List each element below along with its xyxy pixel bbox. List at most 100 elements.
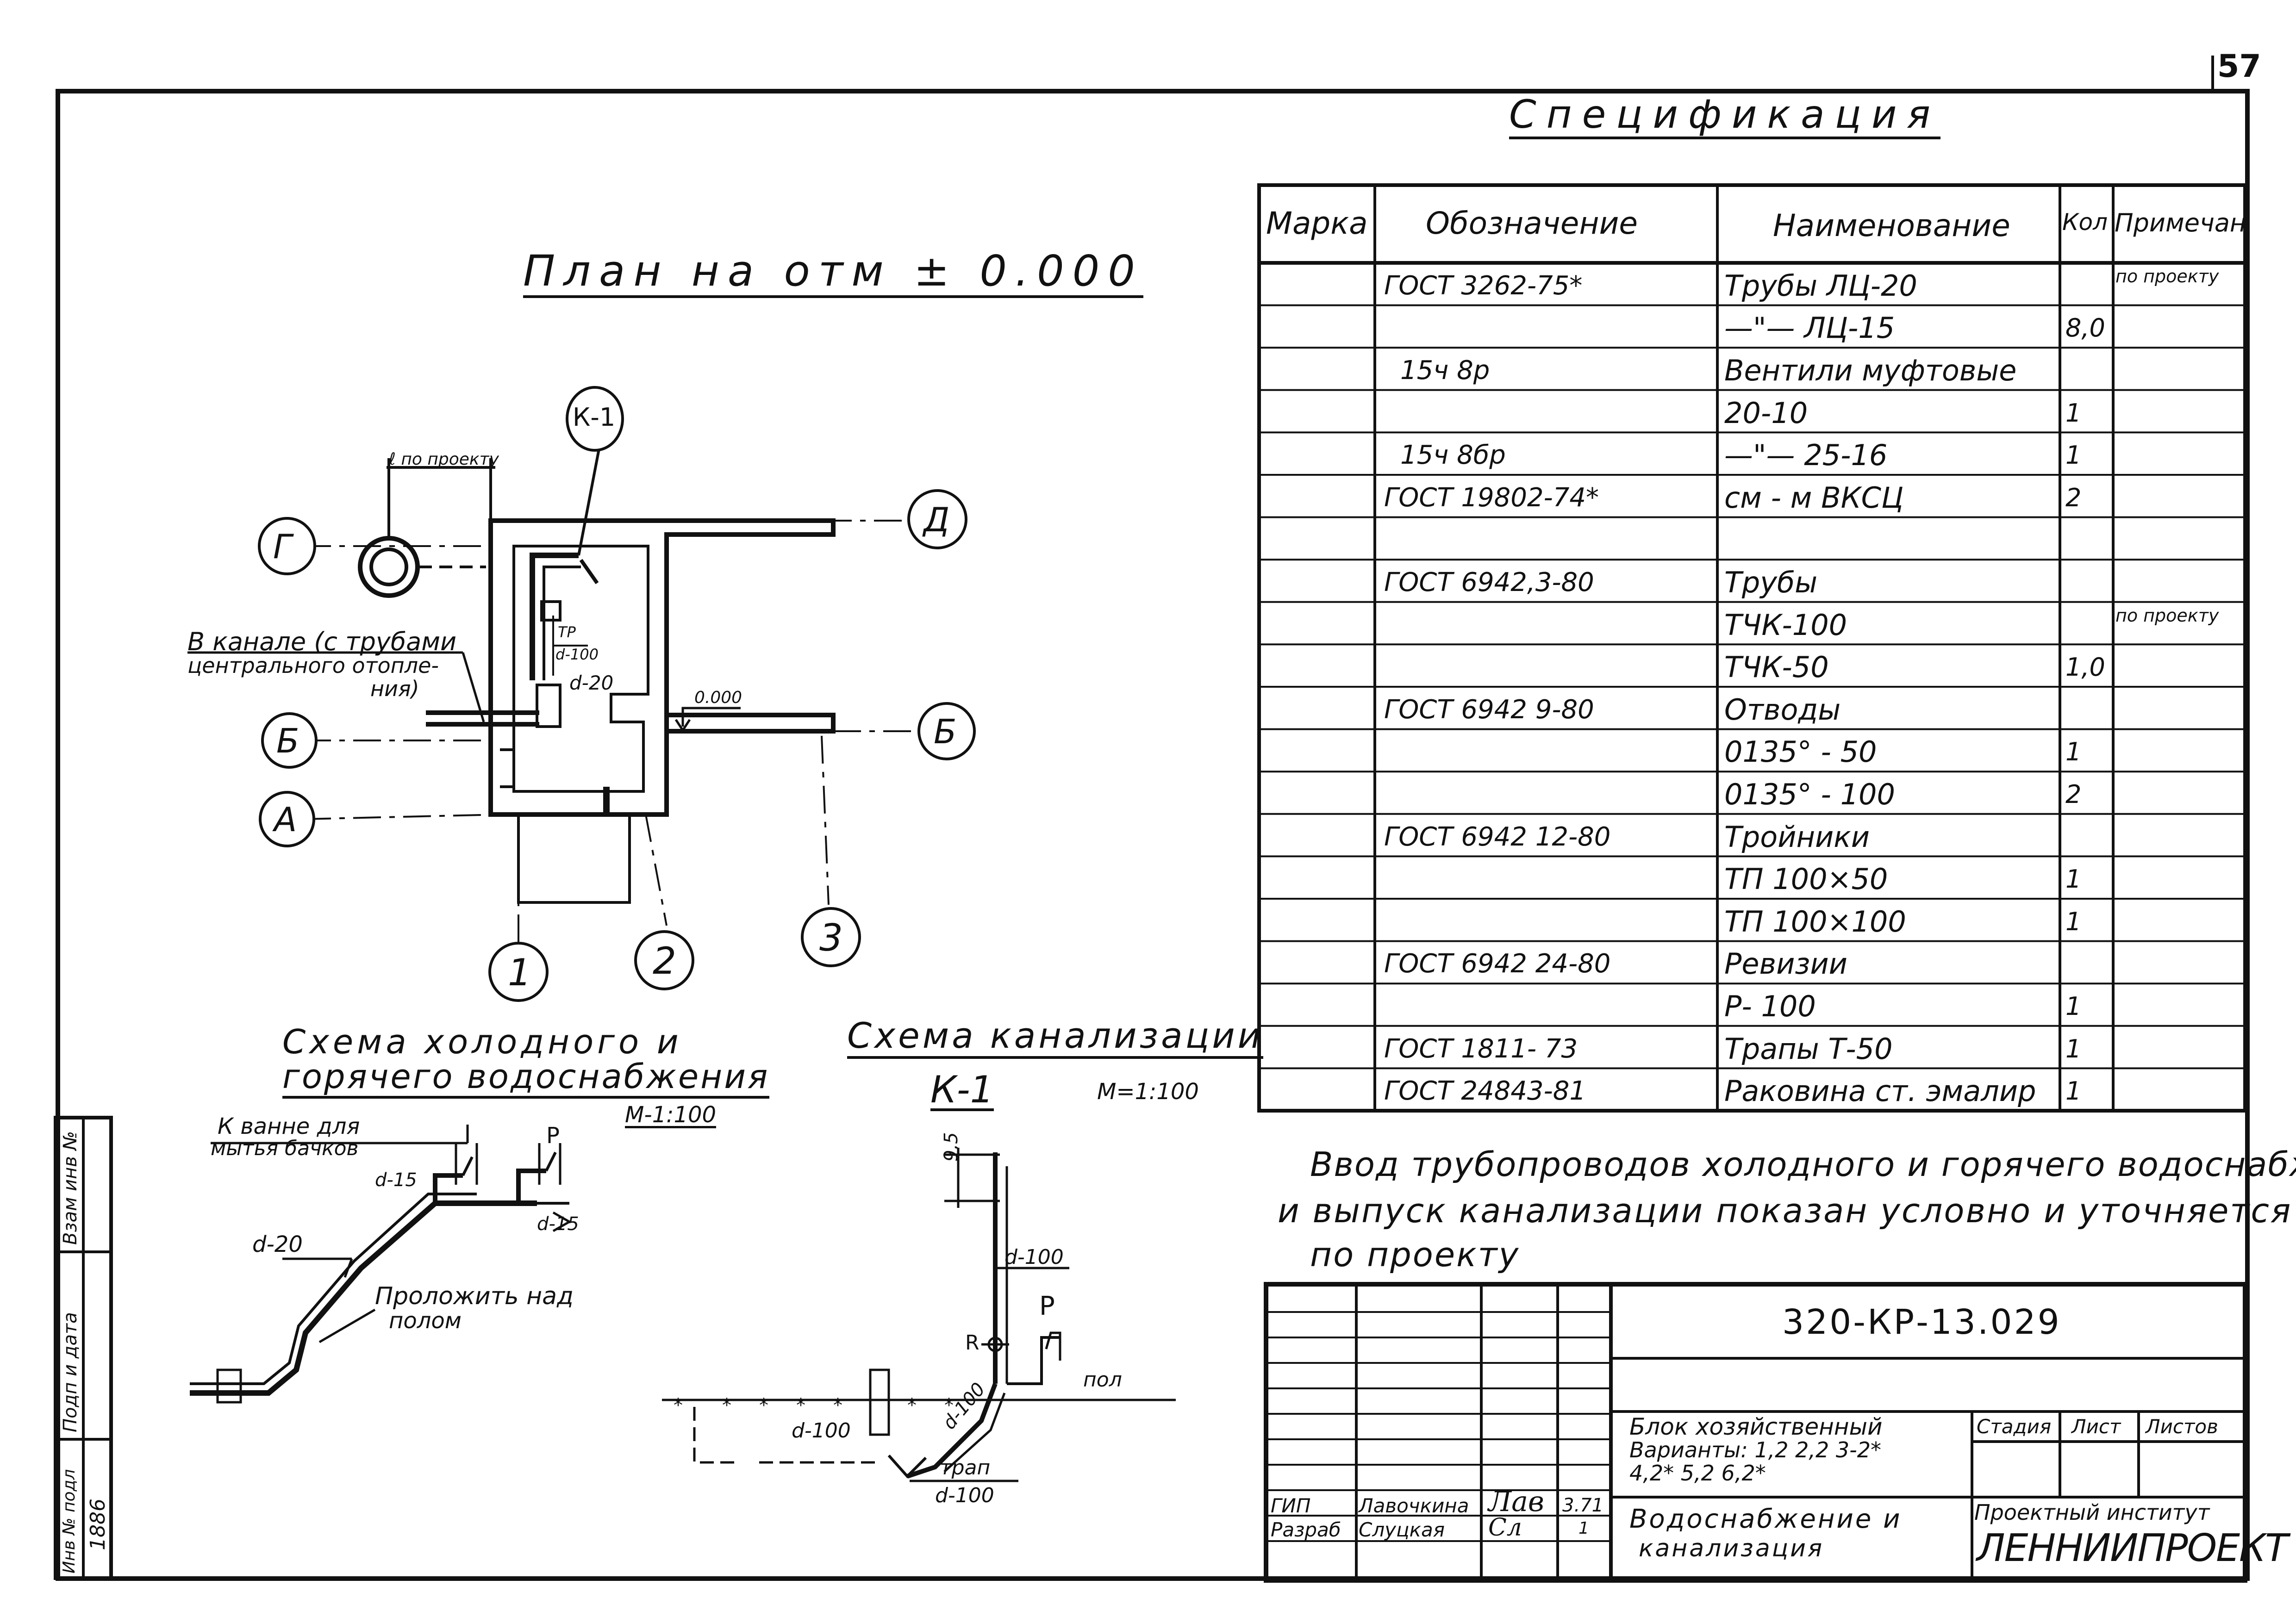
spec-cell-designation: 15ч 8бр [1400,440,1506,471]
svg-text:*: * [833,1395,842,1416]
spec-cell-name: Отводы [1724,692,1841,727]
axis-a-label: А [274,800,297,839]
role-developer: Разраб [1271,1518,1341,1541]
per-project-label: ℓ по проекту [389,450,499,469]
spec-header-mark: Марка [1266,205,1368,241]
spec-cell-note: по проекту [2115,605,2219,626]
level-label: 0.000 [694,688,742,707]
sewer-r-label: R [965,1331,980,1355]
spec-header-note: Примечан [2115,208,2246,237]
svg-text:*: * [944,1395,954,1416]
floor-label: пол [1083,1368,1122,1392]
spec-cell-qty: 1 [2065,907,2082,936]
spec-cell-name: Раковина ст. эмалир [1724,1074,2036,1108]
spec-cell-name: Вентили муфтовые [1724,354,2017,387]
tp-label: ТР [558,623,576,641]
side-stamp-value: 1886 [86,1499,110,1550]
drawing-frame [56,89,2250,1581]
name-gip: Лавочкина [1359,1494,1469,1517]
org-line2: ЛЕННИИПРОЕКТ [1977,1526,2288,1570]
spec-cell-name: —"— 25-16 [1724,438,1888,473]
svg-text:*: * [759,1395,768,1416]
name-developer: Слуцкая [1359,1518,1445,1541]
lay-note-line2: полом [389,1308,462,1334]
axis-b-left-label: Б [276,721,299,760]
spec-cell-name: ТП 100×50 [1724,862,1888,896]
water-scheme-title-1: Схема холодного и [282,1022,682,1061]
sheet-header: Лист [2071,1415,2121,1438]
svg-text:*: * [674,1395,683,1416]
block-name-line1: Блок хозяйственный [1629,1413,1883,1440]
sheets-header: Листов [2146,1415,2218,1438]
water-scheme-title-2: горячего водоснабжения [282,1060,770,1099]
d20-scheme-label: d-20 [252,1231,303,1257]
side-stamp-col1: Взам инв № [60,1131,81,1245]
sewer-scheme-title: Схема канализации [847,1018,1264,1059]
spec-cell-qty: 1 [2065,398,2082,428]
plan-title: План на отм ± 0.000 [523,250,1143,298]
axis-3-label: 3 [819,916,843,959]
subject-line2: канализация [1639,1535,1824,1562]
spec-cell-qty: 1 [2065,1034,2082,1063]
spec-cell-name: Тройники [1724,820,1870,854]
spec-cell-name: ТП 100×100 [1724,904,1906,939]
spec-cell-qty: 2 [2065,780,2082,809]
sewer-d100-top: d-100 [1004,1245,1064,1269]
spec-cell-note: по проекту [2115,266,2219,286]
axis-g-label: Г [273,527,292,566]
spec-cell-qty: 1 [2065,441,2082,470]
block-name-line3: 4,2* 5,2 6,2* [1629,1461,1766,1486]
page-number: 57 [2217,48,2261,85]
spec-cell-name: ТЧК-50 [1724,650,1829,684]
sign-developer: Сл [1488,1514,1522,1542]
spec-cell-name: Ревизии [1724,947,1847,981]
date-gip: 3.71 [1562,1495,1604,1516]
d20-label: d-20 [569,672,614,694]
spec-cell-name: см - м ВКСЦ [1724,480,1904,515]
trap-d-label: d-100 [935,1484,994,1507]
spec-cell-designation: ГОСТ 6942 12-80 [1384,821,1611,852]
spec-cell-designation: ГОСТ 6942 24-80 [1384,949,1611,979]
svg-text:*: * [796,1395,805,1416]
spec-cell-name: ТЧК-100 [1724,608,1847,642]
sewer-scheme-scale: М=1:100 [1097,1079,1199,1105]
channel-note-line2: центрального отопле- [187,653,439,678]
block-name-line2: Варианты: 1,2 2,2 3-2* [1629,1437,1882,1462]
spec-cell-qty: 1 [2065,992,2082,1021]
axis-d-label: Д [923,500,950,539]
spec-cell-name: 20-10 [1724,396,1808,430]
spec-cell-name: Трубы ЛЦ-20 [1724,268,1917,303]
axis-2-label: 2 [653,939,676,983]
note-line1: Ввод трубопроводов холодного и горячего … [1310,1145,2296,1184]
sewer-d100-low: d-100 [792,1419,851,1443]
doc-code: 320-КР-13.029 [1782,1302,2061,1342]
role-gip: ГИП [1271,1494,1311,1517]
date-developer: 1 [1578,1519,1589,1538]
trap-label: трап [940,1456,991,1480]
svg-text:*: * [722,1395,731,1416]
spec-cell-designation: ГОСТ 19802-74* [1384,482,1599,513]
spec-cell-designation: ГОСТ 1811- 73 [1384,1033,1578,1064]
spec-cell-designation: ГОСТ 6942,3-80 [1384,567,1594,597]
side-stamp-col3: Инв № подл [60,1469,79,1573]
axis-b-right-label: Б [934,712,957,751]
lay-note-line1: Проложить над [375,1282,574,1310]
spec-cell-name: Трапы Т-50 [1724,1032,1893,1066]
sewer-p-label: Р [1039,1291,1055,1321]
spec-title: Спецификация [1509,95,1940,139]
spec-cell-designation: ГОСТ 24843-81 [1384,1076,1586,1107]
spec-cell-designation: ГОСТ 3262-75* [1384,270,1583,301]
water-scheme-scale: М-1:100 [625,1102,717,1128]
water-p-label: Р [546,1123,560,1149]
bath-note-line2: мытья бачков [211,1137,359,1160]
side-stamp-col2: Подп и дата [60,1312,81,1432]
spec-cell-qty: 1 [2065,737,2082,767]
spec-cell-name: Трубы [1724,566,1818,599]
d15-right-label: d-15 [537,1213,579,1235]
sign-gip: Лав [1488,1486,1544,1518]
spec-cell-name: 0135° - 100 [1724,777,1895,811]
